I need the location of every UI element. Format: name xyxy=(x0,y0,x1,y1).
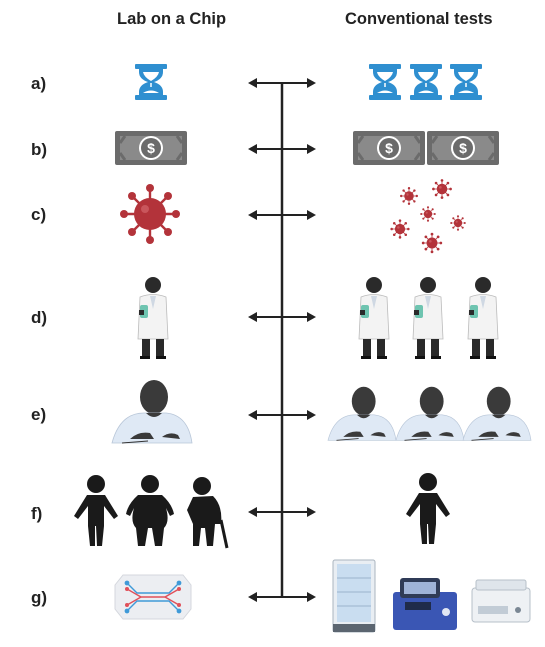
row-label-a: a) xyxy=(31,74,47,93)
hourglass-icon xyxy=(409,63,443,101)
row-label-g: g) xyxy=(31,588,48,607)
conventional-tests-title: Conventional tests xyxy=(345,10,493,28)
microfluidic-chip-icon xyxy=(114,574,192,620)
elderly-person-icon xyxy=(185,475,229,550)
person-icon xyxy=(406,473,450,544)
person-icon xyxy=(74,475,118,546)
lab-technician-icon xyxy=(412,276,444,360)
dollar-bill-icon xyxy=(425,129,501,167)
patient-writing-icon xyxy=(395,386,465,441)
row-label-c: c) xyxy=(31,205,47,224)
hourglass-icon xyxy=(368,63,402,101)
patient-writing-icon xyxy=(111,379,193,444)
row-label-f: f) xyxy=(31,504,43,523)
small-virus-icon xyxy=(421,232,443,254)
centrifuge-icon xyxy=(393,578,457,630)
dollar-bill-icon xyxy=(351,129,427,167)
small-virus-icon xyxy=(419,205,437,223)
small-virus-icon xyxy=(390,219,410,239)
lab-fridge-icon xyxy=(332,559,376,633)
lab-technician-icon xyxy=(137,276,169,360)
small-virus-icons xyxy=(390,178,467,254)
small-virus-icon xyxy=(449,214,467,232)
row-label-b: b) xyxy=(31,140,48,159)
person-icon xyxy=(126,475,174,546)
water-bath-icon xyxy=(471,579,531,623)
virus-icon xyxy=(118,182,182,246)
patient-writing-icon xyxy=(462,386,532,441)
row-label-d: d) xyxy=(31,308,48,327)
dollar-bill-icon xyxy=(113,129,189,167)
hourglass-icon xyxy=(449,63,483,101)
patient-writing-icon xyxy=(327,386,397,441)
lab-on-chip-title: Lab on a Chip xyxy=(117,10,227,28)
lab-technician-icon xyxy=(467,276,499,360)
row-label-e: e) xyxy=(31,405,47,424)
small-virus-icon xyxy=(399,186,419,206)
lab-technician-icon xyxy=(358,276,390,360)
small-virus-icon xyxy=(431,178,453,200)
hourglass-icon xyxy=(134,63,168,101)
